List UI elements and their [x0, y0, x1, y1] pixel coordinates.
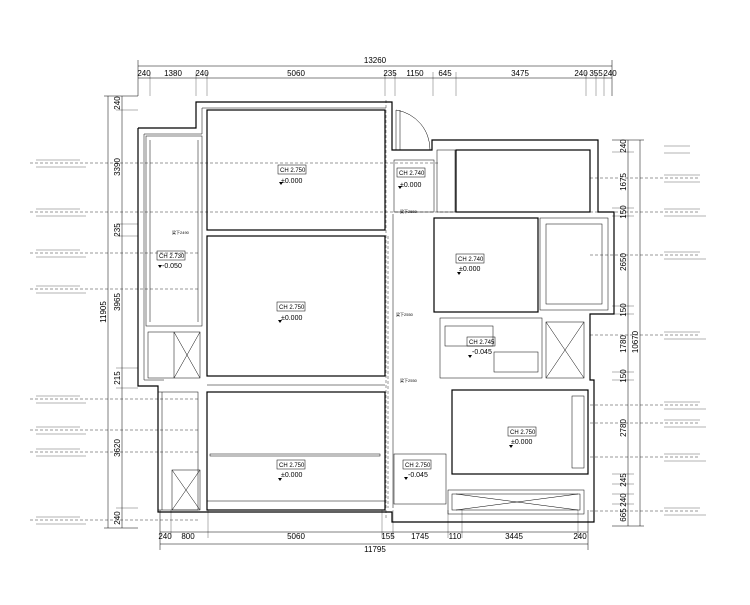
bottom-dim-2: 800	[181, 532, 195, 541]
room-level: -0.045	[408, 472, 428, 479]
level-marker-icon	[509, 445, 513, 448]
cross-brace-icon	[147, 321, 585, 511]
room-ch: CH 2.750	[280, 168, 306, 174]
right-dimension-chain: 240 1675 150 2650 150 1780 150 2780 245 …	[612, 139, 644, 527]
room-ch: CH 2.745	[469, 340, 495, 346]
beam-label-3: 梁下2550	[396, 311, 414, 317]
room-level: ±0.000	[400, 182, 421, 189]
beam-label-1: 梁下2490	[172, 229, 190, 235]
top-dim-9: 240	[574, 69, 588, 78]
bottom-total-dim: 11795	[364, 545, 386, 554]
bottom-dim-7: 3445	[505, 532, 523, 541]
level-marker-icon	[404, 477, 408, 480]
bottom-dimension-chain: 240 800 5060 155 1745 110 3445 240 11795	[158, 510, 589, 554]
room-tag-bedroom-right: CH 2.750 ±0.000	[507, 426, 537, 448]
right-dim-5: 150	[619, 303, 628, 317]
right-dim-4: 2650	[619, 253, 628, 271]
left-dim-1: 240	[113, 96, 122, 110]
bottom-dim-1: 240	[158, 532, 172, 541]
right-dim-11: 665	[619, 508, 628, 522]
right-dim-9: 245	[619, 473, 628, 487]
left-dim-2: 3390	[113, 158, 122, 176]
level-marker-icon	[457, 272, 461, 275]
top-dim-8: 3475	[511, 69, 529, 78]
top-total-dim: 13260	[364, 56, 387, 65]
level-marker-icon	[398, 186, 402, 189]
beam-labels: 梁下2490 梁下2550 梁下2550 梁下2550	[172, 208, 418, 383]
top-dim-10: 355	[589, 69, 603, 78]
room-ch: CH 2.730	[159, 254, 185, 260]
top-dim-5: 235	[383, 69, 397, 78]
room-ch: CH 2.750	[405, 463, 431, 469]
right-dim-8: 2780	[619, 419, 628, 437]
top-dim-7: 645	[438, 69, 452, 78]
axis-lines	[30, 100, 700, 521]
door-swing-icon	[395, 109, 431, 151]
room-tag-dining: CH 2.740 ±0.000	[455, 253, 485, 275]
bottom-dim-4: 155	[381, 532, 395, 541]
level-marker-icon	[279, 182, 283, 185]
room-level: -0.050	[162, 263, 182, 270]
room-ch: CH 2.740	[458, 257, 484, 263]
left-total-dim: 11905	[99, 301, 108, 323]
room-level: -0.045	[472, 349, 492, 356]
left-dim-4: 3965	[113, 293, 122, 311]
top-dimension-chain: 13260 240 1380 240 5060 235 1150 645 347…	[137, 56, 617, 96]
bottom-dim-8: 240	[573, 532, 587, 541]
top-dim-2: 1380	[164, 69, 182, 78]
beam-label-2: 梁下2550	[400, 208, 418, 214]
level-marker-icon	[278, 320, 282, 323]
top-dim-6: 1150	[406, 69, 424, 78]
room-tag-balcony: CH 2.730 -0.050	[156, 250, 186, 270]
room-tag-bedroom-upper: CH 2.750 ±0.000	[277, 164, 307, 185]
left-annotations	[36, 159, 86, 525]
room-level: ±0.000	[281, 178, 302, 185]
right-total-dim: 10670	[631, 330, 640, 353]
right-dim-2: 1675	[619, 173, 628, 191]
right-dim-6: 1780	[619, 335, 628, 353]
right-dim-1: 240	[619, 139, 628, 153]
room-ch: CH 2.750	[279, 463, 305, 469]
room-tag-entry: CH 2.740 ±0.000	[396, 167, 426, 189]
room-level: ±0.000	[511, 439, 532, 446]
level-marker-icon	[158, 265, 162, 268]
room-level: ±0.000	[281, 315, 302, 322]
right-dim-3: 150	[619, 205, 628, 219]
room-tag-small-bath: CH 2.750 -0.045	[402, 459, 432, 480]
left-dim-7: 240	[113, 511, 122, 525]
bottom-dim-3: 5060	[287, 532, 305, 541]
room-tag-living: CH 2.750 ±0.000	[276, 301, 306, 323]
top-dim-4: 5060	[287, 69, 305, 78]
room-tags: CH 2.750 ±0.000 CH 2.740 ±0.000 CH 2.730…	[156, 164, 537, 481]
level-marker-icon	[468, 355, 472, 358]
room-tag-bathroom: CH 2.745 -0.045	[466, 336, 496, 358]
left-dim-6: 3620	[113, 439, 122, 457]
beam-label-4: 梁下2550	[400, 377, 418, 383]
room-ch: CH 2.750	[279, 305, 305, 311]
top-dim-11: 240	[603, 69, 617, 78]
room-level: ±0.000	[459, 266, 480, 273]
room-level: ±0.000	[281, 472, 302, 479]
left-dim-5: 215	[113, 371, 122, 385]
right-dim-7: 150	[619, 369, 628, 383]
right-dim-10: 240	[619, 493, 628, 507]
bottom-dim-5: 1745	[411, 532, 429, 541]
room-ch: CH 2.740	[399, 171, 425, 177]
left-dim-3: 235	[113, 223, 122, 237]
top-dim-1: 240	[137, 69, 151, 78]
bottom-dim-6: 110	[449, 532, 462, 541]
right-annotations	[664, 145, 706, 516]
level-marker-icon	[278, 478, 282, 481]
walls	[137, 101, 615, 523]
left-dimension-chain: 240 3390 235 3965 215 3620 240 11905	[99, 95, 138, 529]
room-ch: CH 2.750	[510, 430, 536, 436]
top-dim-3: 240	[195, 69, 209, 78]
room-tag-bedroom-lower: CH 2.750 ±0.000	[276, 459, 306, 481]
